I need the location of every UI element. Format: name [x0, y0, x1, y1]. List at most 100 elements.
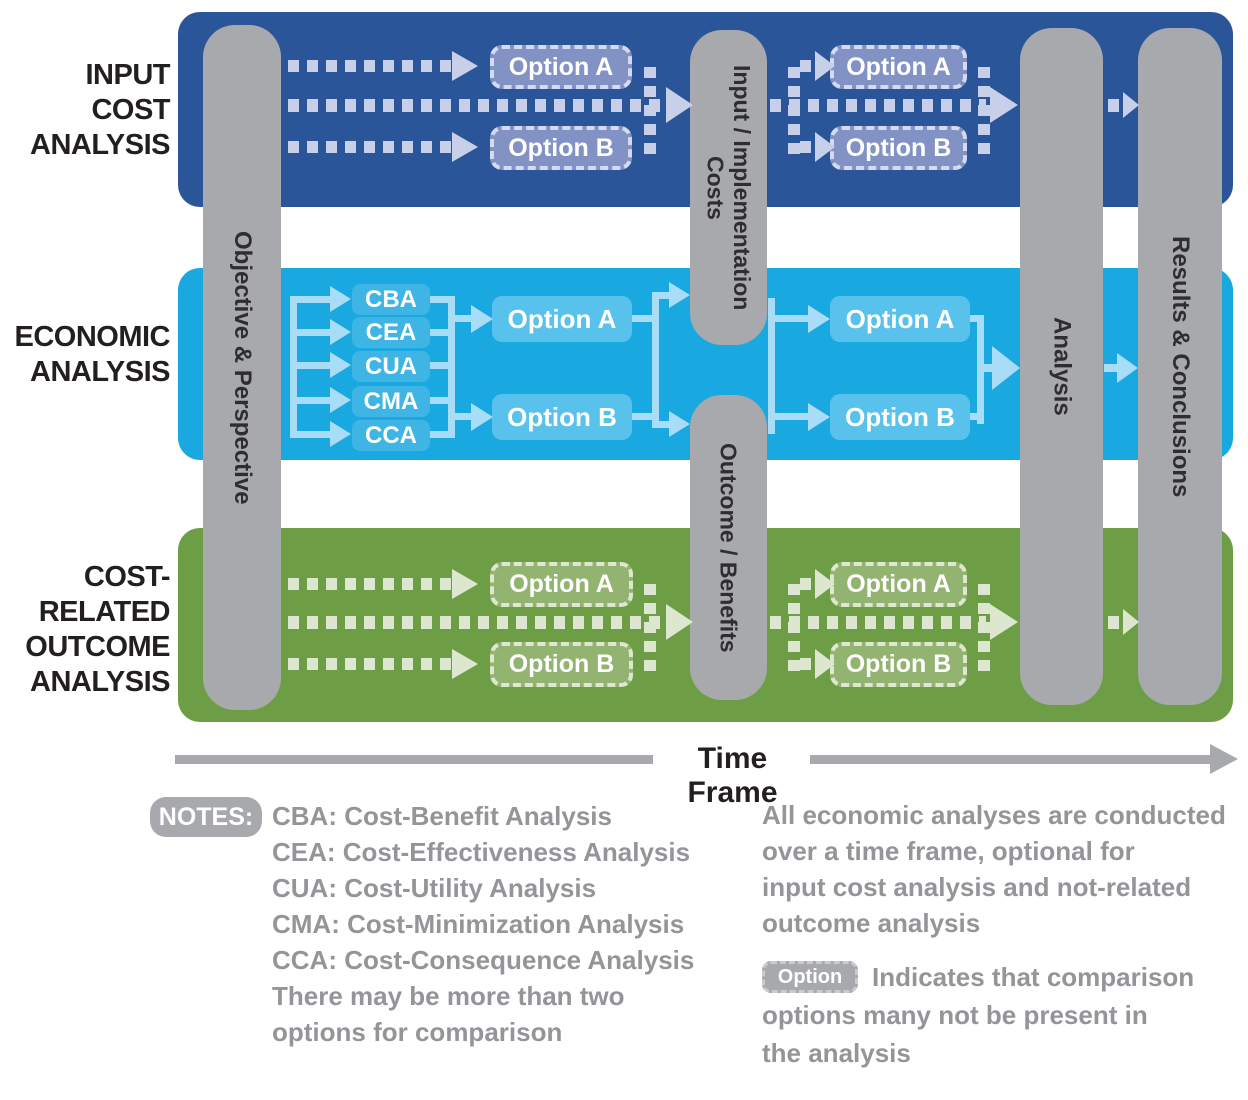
flow-arrow-icon — [666, 87, 693, 123]
flow-dashed-line — [288, 658, 452, 670]
flow-line — [430, 362, 448, 369]
flow-line — [775, 413, 808, 420]
pillar-label: Input / Implementation Costs — [702, 64, 755, 311]
band-label-line: INPUT COST — [85, 59, 171, 126]
note-line: options many not be present in — [762, 1000, 1148, 1030]
flow-line — [659, 421, 669, 428]
band-label-line: ECONOMIC — [14, 321, 171, 353]
note-line: CEA: Cost-Effectiveness Analysis — [272, 837, 691, 867]
option-legend-badge: Option — [762, 961, 858, 993]
option-a-box-outcome-left: Option A — [490, 562, 633, 607]
option-a-box-economic-right: Option A — [830, 296, 970, 342]
flow-arrow-icon — [1123, 609, 1139, 635]
notes-time-frame-paragraph: All economic analyses are conducted over… — [762, 797, 1226, 941]
flow-arrow-icon — [1117, 353, 1138, 383]
flow-arrow-icon — [669, 411, 690, 437]
pillar-input-implementation-costs: Input / Implementation Costs — [690, 30, 767, 345]
cost-related-band-label: COST- RELATED OUTCOME ANALYSIS — [6, 560, 170, 700]
flow-arrow-icon — [330, 286, 351, 312]
note-line: options for comparison — [272, 1017, 563, 1047]
flow-arrow-icon — [452, 569, 478, 599]
flow-line — [430, 329, 448, 336]
flow-dashed-line — [288, 99, 666, 112]
flow-arrow-icon — [669, 282, 690, 308]
flow-arrow-icon — [330, 319, 351, 345]
flow-line — [1104, 364, 1117, 372]
note-line: input cost analysis and not-related — [762, 872, 1192, 902]
pillar-label: Outcome / Benefits — [715, 442, 742, 653]
option-b-box-economic-right: Option B — [830, 394, 970, 440]
pillar-objective-perspective: Objective & Perspective — [203, 25, 281, 710]
note-line: outcome analysis — [762, 908, 981, 938]
pillar-results-conclusions: Results & Conclusions — [1138, 28, 1222, 705]
note-line: CCA: Cost-Consequence Analysis — [272, 945, 695, 975]
flow-arrow-icon — [452, 649, 478, 679]
option-a-box-economic-left: Option A — [492, 296, 632, 342]
time-frame-label: Time Frame — [687, 742, 778, 809]
flow-line — [430, 431, 448, 438]
option-b-box-input-left: Option B — [490, 126, 632, 170]
flow-line — [652, 292, 659, 428]
note-line: CBA: Cost-Benefit Analysis — [272, 801, 612, 831]
flow-dashed-line — [288, 141, 452, 153]
flow-dashed-line — [770, 616, 986, 629]
flow-line — [175, 755, 653, 764]
flow-arrow-icon — [330, 421, 351, 447]
pillar-analysis: Analysis — [1020, 28, 1103, 705]
note-line: All economic analyses are conducted — [762, 800, 1226, 830]
flow-arrow-icon — [815, 132, 835, 162]
flow-line — [430, 397, 448, 404]
flow-line — [290, 397, 330, 404]
flow-dashed-line — [978, 578, 990, 671]
flow-dashed-line — [770, 99, 986, 112]
flow-line — [810, 755, 1210, 764]
flow-arrow-icon — [330, 387, 351, 413]
flow-line — [290, 329, 330, 336]
flow-dashed-line — [1108, 99, 1121, 112]
option-b-box-input-right: Option B — [830, 126, 967, 170]
flow-dashed-line — [288, 578, 452, 590]
option-b-box-outcome-right: Option B — [830, 642, 967, 687]
flow-arrow-icon — [666, 604, 693, 640]
method-box-cma: CMA — [352, 386, 430, 417]
flow-arrow-icon — [471, 305, 493, 333]
flow-arrow-icon — [808, 305, 830, 333]
method-box-cua: CUA — [352, 351, 430, 382]
flow-line — [775, 315, 808, 322]
flow-dashed-line — [978, 60, 990, 154]
economic-band-label: ECONOMIC ANALYSIS — [6, 320, 171, 390]
flow-arrow-icon — [1210, 744, 1238, 774]
flow-line — [430, 296, 448, 303]
flow-arrow-icon — [815, 51, 835, 81]
flow-line — [290, 362, 330, 369]
option-a-box-outcome-right: Option A — [830, 562, 967, 607]
flow-dashed-line — [800, 578, 813, 590]
note-line: CMA: Cost-Minimization Analysis — [272, 909, 685, 939]
pillar-label: Analysis — [1048, 317, 1076, 416]
flow-line — [977, 319, 984, 424]
flow-line — [448, 296, 455, 438]
note-line: CUA: Cost-Utility Analysis — [272, 873, 597, 903]
flow-arrow-icon — [815, 649, 835, 679]
flow-dashed-line — [1108, 616, 1121, 629]
flow-dashed-line — [288, 616, 666, 629]
flow-line — [659, 292, 669, 299]
flow-line — [455, 315, 471, 322]
flow-arrow-icon — [452, 51, 478, 81]
flow-line — [632, 315, 652, 322]
band-label-line: OUTCOME — [25, 631, 170, 663]
band-label-line: COST- — [83, 561, 171, 593]
flow-dashed-line — [800, 141, 813, 153]
flow-dashed-line — [288, 60, 452, 72]
flow-dashed-line — [800, 658, 813, 670]
pillar-outcome-benefits: Outcome / Benefits — [690, 395, 767, 700]
note-line: the analysis — [762, 1038, 911, 1068]
flow-dashed-line — [644, 578, 656, 671]
flow-arrow-icon — [808, 403, 830, 431]
flow-arrow-icon — [330, 352, 351, 378]
notes-definitions-list: CBA: Cost-Benefit Analysis CEA: Cost-Eff… — [272, 798, 694, 1050]
band-label-line: ANALYSIS — [30, 129, 170, 161]
flow-line — [768, 298, 775, 434]
note-text: Indicates that comparison — [872, 962, 1195, 992]
